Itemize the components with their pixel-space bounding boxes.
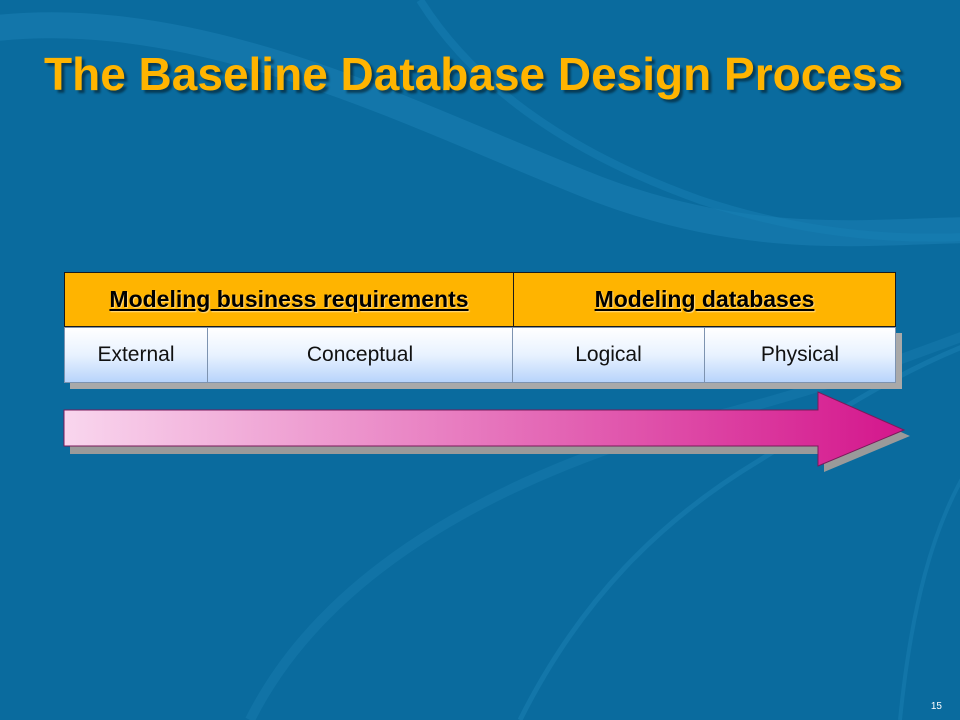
header-modeling-business-requirements: Modeling business requirements: [64, 272, 513, 327]
header-modeling-databases: Modeling databases: [513, 272, 896, 327]
stage-row: External Conceptual Logical Physical: [64, 327, 896, 383]
stage-physical: Physical: [705, 327, 896, 383]
process-arrow-icon: [63, 391, 910, 472]
slide-title: The Baseline Database Design Process: [44, 48, 904, 100]
stage-external: External: [64, 327, 208, 383]
page-number: 15: [930, 701, 942, 712]
stage-conceptual: Conceptual: [208, 327, 513, 383]
stage-logical: Logical: [513, 327, 705, 383]
phase-header-row: Modeling business requirements Modeling …: [64, 272, 896, 327]
